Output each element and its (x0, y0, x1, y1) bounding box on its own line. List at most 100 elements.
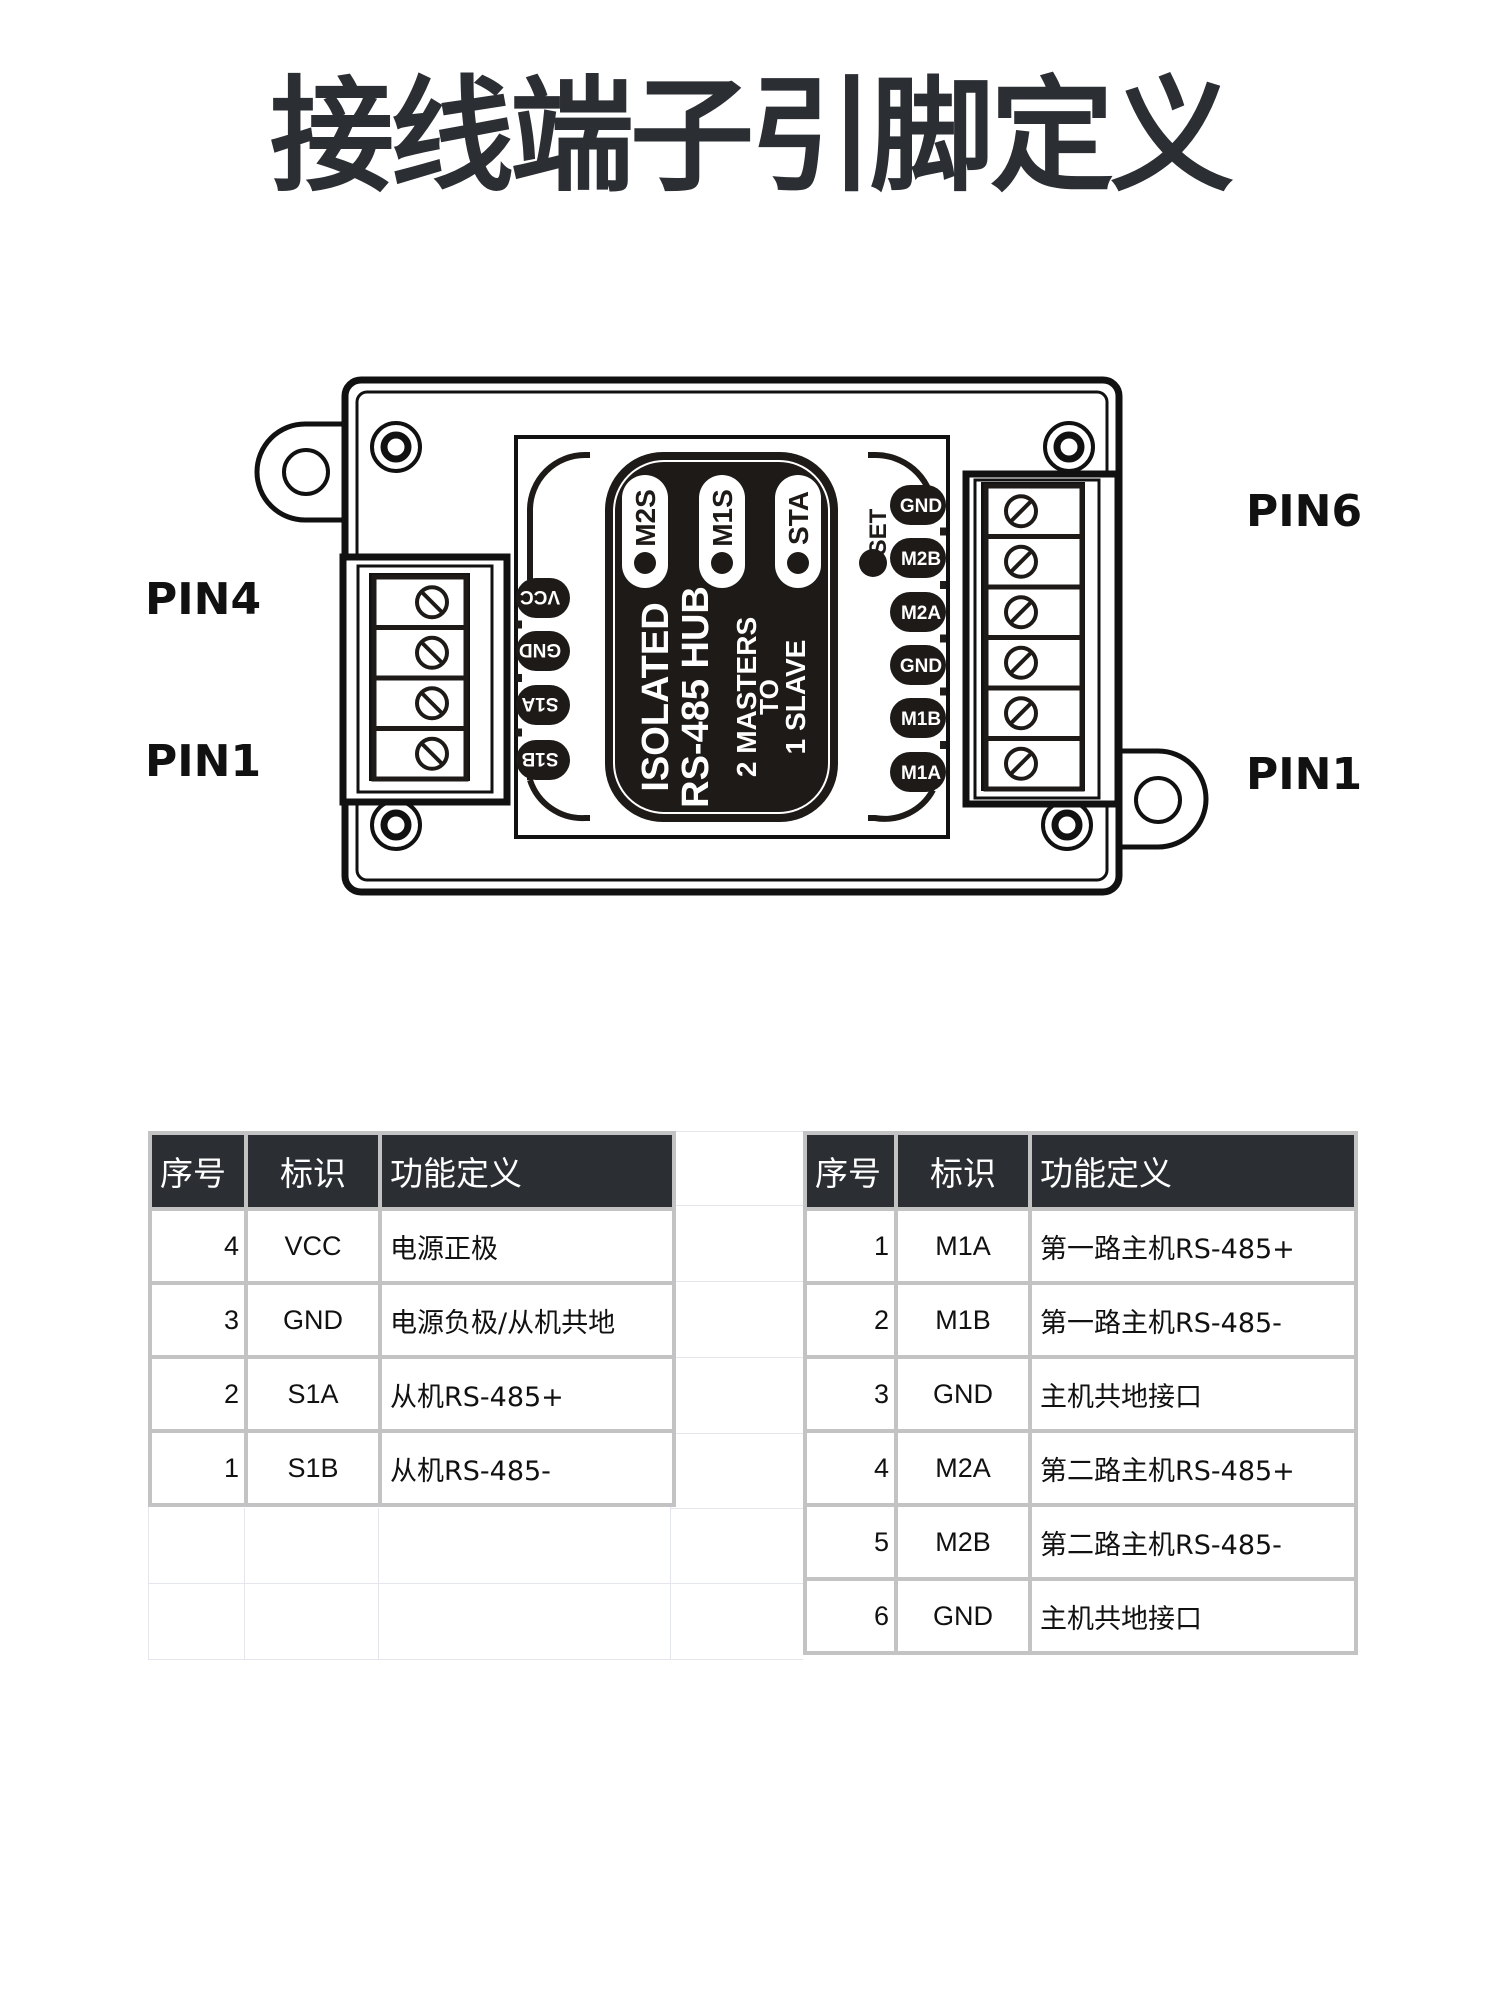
svg-text:GND: GND (900, 656, 942, 677)
terminal-screw-icon (415, 736, 449, 771)
pin-marker (940, 581, 946, 589)
pin-label-left-bottom: PIN1 (145, 736, 262, 787)
terminal-slot (983, 736, 1085, 792)
terminal-screw-icon (415, 585, 449, 620)
svg-text:M1B: M1B (901, 709, 941, 730)
cell-mark: GND (894, 1577, 1032, 1655)
device-name-line1: ISOLATED (635, 602, 677, 791)
terminal-screw-icon (415, 686, 449, 721)
terminal-screw-icon (1004, 645, 1038, 680)
terminal-label-s1a: S1A (516, 685, 570, 725)
cell-func: 主机共地接口 (1028, 1577, 1358, 1655)
svg-text:M2B: M2B (901, 549, 941, 570)
left-mounting-hole (282, 448, 330, 496)
set-button (859, 549, 887, 577)
device-name-line2: RS-485 HUB (675, 586, 717, 808)
led-dot-icon (711, 552, 733, 574)
cell-mark: GND (244, 1281, 382, 1359)
svg-text:GND: GND (900, 496, 942, 517)
cell-func: 第二路主机RS-485- (1028, 1503, 1358, 1581)
svg-text:S1A: S1A (521, 693, 558, 714)
pin-marker (940, 634, 946, 643)
cell-mark: S1A (244, 1355, 382, 1433)
cell-mark: M1A (894, 1207, 1032, 1285)
pin-marker (940, 527, 946, 536)
led-indicator-m1s: M1S (699, 475, 745, 588)
cell-seq: 5 (803, 1503, 898, 1581)
cell-func: 从机RS-485+ (378, 1355, 676, 1433)
terminal-label-vcc: VCC (516, 578, 570, 618)
corner-screw-icon (370, 421, 422, 473)
set-label: SET (865, 508, 892, 555)
led-indicator-sta: STA (775, 475, 821, 588)
right-mounting-hole (1134, 776, 1182, 824)
terminal-label-m2b: M2B (890, 538, 946, 578)
cell-mark: M1B (894, 1281, 1032, 1359)
cell-seq: 4 (803, 1429, 898, 1507)
device-desc-line1: 2 MASTERS (731, 617, 762, 777)
terminal-screw-icon (1004, 696, 1038, 731)
device-desc-line2: TO (754, 679, 784, 715)
cell-func: 第二路主机RS-485+ (1028, 1429, 1358, 1507)
terminal-screw-icon (415, 635, 449, 670)
terminal-label-gnd: GND (890, 645, 946, 685)
cell-mark: S1B (244, 1429, 382, 1507)
corner-screw-icon (1043, 421, 1095, 473)
cell-func: 第一路主机RS-485- (1028, 1281, 1358, 1359)
table-header-row: 序号 标识 功能定义 (148, 1131, 676, 1211)
cell-func: 电源正极 (378, 1207, 676, 1285)
header-mark: 标识 (894, 1131, 1032, 1211)
corner-screw-icon (1041, 799, 1093, 851)
header-seq: 序号 (803, 1131, 898, 1211)
cell-mark: GND (894, 1355, 1032, 1433)
terminal-screw-icon (1004, 544, 1038, 579)
cell-seq: 1 (803, 1207, 898, 1285)
svg-text:S1B: S1B (522, 748, 559, 769)
terminal-screw-icon (1004, 595, 1038, 630)
corner-screw-icon (370, 799, 422, 851)
pin-marker (940, 741, 946, 749)
terminal-label-m1b: M1B (890, 698, 946, 738)
terminal-label-s1b: S1B (516, 740, 570, 780)
device-desc-line3: 1 SLAVE (780, 640, 811, 755)
cell-seq: 4 (148, 1207, 248, 1285)
cell-seq: 1 (148, 1429, 248, 1507)
terminal-label-gnd: GND (890, 485, 946, 525)
table-header-row: 序号 标识 功能定义 (803, 1131, 1358, 1211)
pin-label-right-top: PIN6 (1246, 486, 1363, 537)
cell-seq: 3 (803, 1355, 898, 1433)
header-mark: 标识 (244, 1131, 382, 1211)
led-label: M1S (707, 489, 738, 547)
pin-label-left-top: PIN4 (145, 574, 262, 625)
cell-func: 电源负极/从机共地 (378, 1281, 676, 1359)
pin-marker (516, 728, 522, 737)
cell-seq: 2 (148, 1355, 248, 1433)
right-mounting-ear (1115, 748, 1209, 850)
cell-seq: 6 (803, 1577, 898, 1655)
led-label: M2S (630, 489, 661, 547)
cell-mark: M2B (894, 1503, 1032, 1581)
pin-marker (516, 620, 522, 629)
svg-text:GND: GND (519, 639, 561, 660)
svg-text:VCC: VCC (520, 586, 560, 607)
cell-mark: M2A (894, 1429, 1032, 1507)
cell-func: 从机RS-485- (378, 1429, 676, 1507)
cell-seq: 3 (148, 1281, 248, 1359)
header-seq: 序号 (148, 1131, 248, 1211)
cell-func: 第一路主机RS-485+ (1028, 1207, 1358, 1285)
terminal-label-gnd: GND (516, 631, 570, 671)
terminal-slot (371, 726, 469, 782)
cell-mark: VCC (244, 1207, 382, 1285)
pin-marker (516, 674, 522, 682)
led-dot-icon (787, 552, 809, 574)
